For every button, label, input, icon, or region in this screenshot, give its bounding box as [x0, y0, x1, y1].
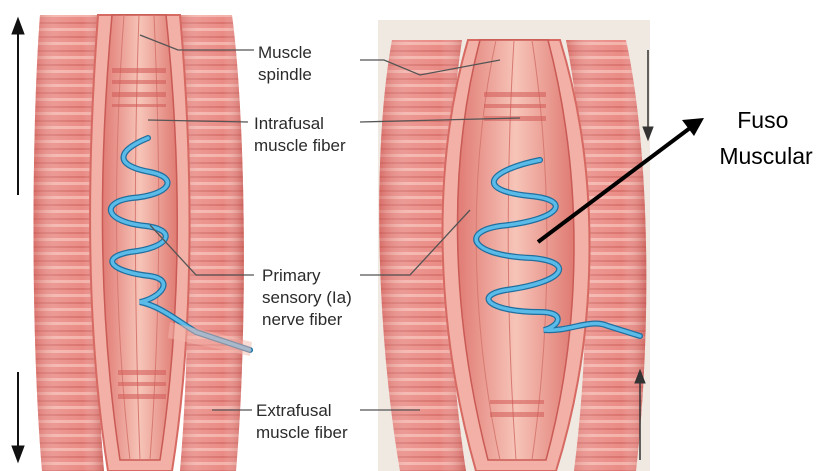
label-primary-sensory-nerve-fiber: Primary sensory (Ia) nerve fiber: [262, 266, 356, 329]
right-muscle-illustration: [379, 40, 646, 471]
left-muscle-illustration: [34, 15, 253, 471]
double-headed-stretch-arrow-icon: [12, 18, 24, 462]
annotation-fuso-muscular: Fuso Muscular: [719, 107, 813, 169]
intrafusal-fiber-right: [457, 40, 574, 460]
label-extrafusal-fiber: Extrafusal muscle fiber: [256, 401, 348, 442]
label-muscle-spindle: Muscle spindle: [258, 43, 317, 84]
label-intrafusal-fiber: Intrafusal muscle fiber: [254, 114, 346, 155]
